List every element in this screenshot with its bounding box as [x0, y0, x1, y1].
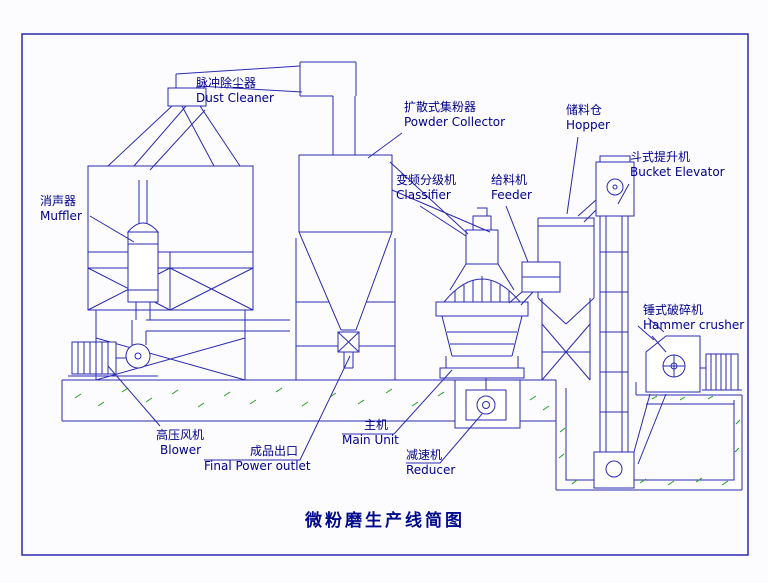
label-hopper: 储料仓 Hopper [566, 103, 610, 133]
duct-elbow-drawing [299, 61, 357, 155]
drawing-frame [21, 33, 749, 556]
label-feeder-zh: 给料机 [491, 173, 528, 187]
label-blower-zh: 高压风机 [156, 428, 205, 442]
label-final-outlet: 成品出口 Final Power outlet [204, 444, 311, 474]
classifier-duct-drawing [389, 161, 491, 235]
label-muffler-en: Muffler [40, 209, 82, 223]
bucket-elevator-drawing [577, 155, 635, 489]
label-reducer: 减速机 Reducer [406, 448, 455, 478]
label-classifier-en: Classifier [396, 188, 451, 202]
blower-drawing [68, 319, 290, 377]
label-hopper-en: Hopper [566, 118, 610, 132]
hopper-drawing [537, 217, 595, 381]
label-classifier-zh: 变频分级机 [396, 173, 457, 187]
main-unit-drawing [435, 207, 529, 379]
label-feeder: 给料机 Feeder [491, 173, 532, 203]
label-reducer-zh: 减速机 [406, 448, 443, 462]
diagram-title: 微粉磨生产线简图 [305, 511, 465, 531]
label-hammer-crusher-zh: 锤式破碎机 [643, 303, 704, 317]
label-bucket-elevator-zh: 斗式提升机 [630, 150, 691, 164]
label-main-unit-en: Main Unit [342, 433, 399, 447]
label-blower-en: Blower [160, 443, 202, 457]
label-muffler-zh: 消声器 [40, 194, 77, 208]
label-hammer-crusher-en: Hammer crusher [643, 318, 745, 332]
label-powder-collector: 扩散式集粉器 Powder Collector [404, 100, 505, 130]
foundation-drawing [61, 379, 743, 491]
label-bucket-elevator-en: Bucket Elevator [630, 165, 725, 179]
label-classifier: 变频分级机 Classifier [396, 173, 456, 203]
label-dust-cleaner: 脉冲除尘器 Dust Cleaner [196, 76, 274, 106]
label-final-outlet-en: Final Power outlet [204, 459, 311, 473]
muffler-drawing [126, 180, 160, 320]
powder-collector-drawing [295, 154, 396, 380]
label-dust-cleaner-zh: 脉冲除尘器 [196, 76, 257, 90]
feeder-drawing [508, 261, 561, 306]
reducer-drawing [454, 378, 521, 429]
label-dust-cleaner-en: Dust Cleaner [196, 91, 274, 105]
label-feeder-en: Feeder [491, 188, 532, 202]
label-powder-collector-zh: 扩散式集粉器 [404, 100, 477, 114]
label-muffler: 消声器 Muffler [40, 194, 82, 224]
label-main-unit: 主机 Main Unit [342, 418, 399, 448]
label-blower: 高压风机 Blower [156, 428, 204, 458]
label-main-unit-zh: 主机 [364, 418, 389, 432]
label-powder-collector-en: Powder Collector [404, 115, 506, 129]
leader-lines [89, 109, 667, 464]
label-hammer-crusher: 锤式破碎机 Hammer crusher [643, 303, 744, 333]
hammer-crusher-drawing [633, 317, 742, 465]
dust-cleaner-drawing [87, 65, 303, 381]
concrete-hatch [74, 387, 741, 486]
label-reducer-en: Reducer [406, 463, 456, 477]
label-bucket-elevator: 斗式提升机 Bucket Elevator [630, 150, 725, 180]
label-final-outlet-zh: 成品出口 [250, 444, 299, 458]
label-hopper-zh: 储料仓 [566, 103, 603, 117]
